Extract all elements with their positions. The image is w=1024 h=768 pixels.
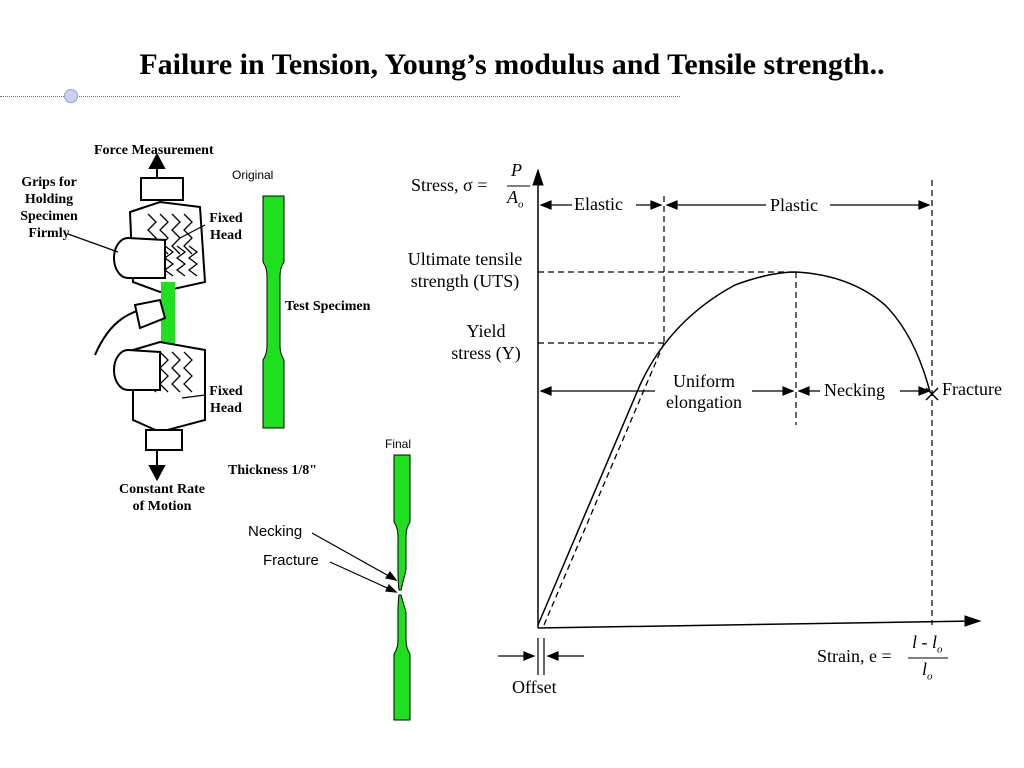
offset-marker: [498, 638, 584, 675]
specimen-necking-label: Necking: [248, 523, 303, 540]
strain-axis-label: Strain, e =: [817, 646, 892, 666]
stress-numerator: P: [511, 160, 522, 180]
final-label: Final: [385, 437, 412, 451]
specimen-fracture-label: Fracture: [263, 552, 319, 569]
force-arrowhead-up-icon: [148, 152, 166, 169]
lower-crosshead: [145, 429, 183, 451]
test-specimen-label: Test Specimen: [285, 299, 371, 314]
stress-strain-curve: [537, 271, 931, 626]
title-divider: [0, 96, 680, 97]
motion-arrowhead-down-icon: [148, 465, 166, 482]
x-axis-arrowhead-icon: [964, 615, 982, 627]
elastic-plastic-ranges: [539, 200, 931, 210]
original-label: Original: [232, 168, 274, 182]
graph-fracture-label: Fracture: [942, 379, 1002, 399]
stress-denominator: Ao: [507, 187, 524, 211]
graph-necking-label: Necking: [824, 380, 885, 400]
strain-denominator: lo: [922, 659, 933, 683]
elastic-label: Elastic: [574, 194, 623, 214]
original-specimen: [262, 195, 285, 429]
stress-strain-graph: [498, 168, 982, 675]
specimen-pointers: [311, 532, 398, 593]
fracture-mark-icon: [925, 387, 939, 401]
final-specimen-upper: [393, 454, 411, 591]
tensile-machine-illustration: [67, 152, 207, 482]
offset-line: [543, 342, 665, 626]
fixed-head-bottom-pointer: [181, 394, 206, 399]
y-axis-arrowhead-icon: [532, 168, 544, 186]
x-axis: [537, 620, 976, 629]
offset-label: Offset: [512, 677, 557, 697]
final-specimen-lower: [393, 594, 411, 721]
upper-crosshead: [140, 177, 184, 201]
divider-ornament-icon: [64, 89, 78, 103]
stress-axis-label: Stress, σ =: [411, 175, 488, 195]
elongation-ranges: [539, 386, 931, 396]
grips-pointer: [67, 233, 119, 253]
upper-grip-teeth: [147, 213, 193, 255]
thickness-label: Thickness 1/8": [228, 463, 318, 478]
page-title: Failure in Tension, Young’s modulus and …: [139, 48, 885, 81]
plastic-label: Plastic: [770, 195, 818, 215]
strain-numerator: l - lo: [912, 632, 943, 656]
force-measurement-label: Force Measurement: [94, 143, 214, 158]
fixed-head-top-pointer: [179, 224, 206, 239]
